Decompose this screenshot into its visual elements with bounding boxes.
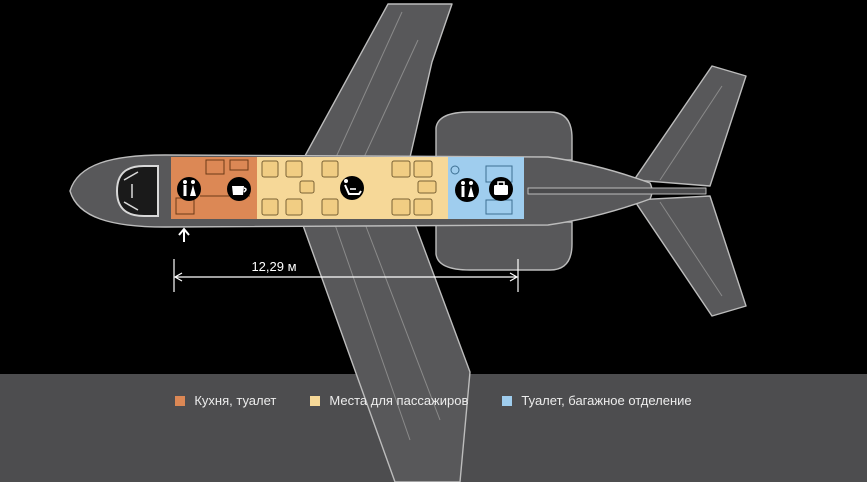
seat [299, 180, 315, 194]
dimension-label: 12,29 м [251, 259, 296, 274]
dimension-line [173, 259, 519, 292]
upper-engine-nacelle [435, 111, 573, 161]
lower-stabilizer [633, 195, 747, 317]
legend-item-passengers: Места для пассажиров [310, 393, 468, 408]
cockpit [115, 165, 159, 217]
seat [391, 198, 411, 216]
entry-arrow-icon [178, 227, 190, 242]
luggage-icon [489, 177, 513, 201]
legend-item-galley: Кухня, туалет [175, 393, 276, 408]
seat [413, 160, 433, 178]
legend-swatch-galley [175, 395, 186, 406]
coffee-cup-icon [227, 177, 251, 201]
seat [417, 180, 437, 194]
seat [391, 160, 411, 178]
upper-wing [299, 3, 453, 167]
restroom-icon [455, 178, 479, 202]
seat [261, 198, 279, 216]
legend-label-galley: Кухня, туалет [194, 393, 277, 408]
upper-stabilizer [633, 65, 747, 187]
passenger-seats [261, 160, 437, 216]
legend-label-rear: Туалет, багажное отделение [521, 393, 692, 408]
seat [321, 160, 339, 178]
seat [285, 160, 303, 178]
restroom-icon [177, 177, 201, 201]
legend-swatch-rear [502, 395, 513, 406]
seat [413, 198, 433, 216]
legend: Кухня, туалет Места для пассажиров Туале… [0, 393, 867, 408]
seat [321, 198, 339, 216]
legend-swatch-passengers [310, 395, 321, 406]
legend-item-rear: Туалет, багажное отделение [502, 393, 692, 408]
seat [285, 198, 303, 216]
seat [261, 160, 279, 178]
passenger-seat-icon [340, 176, 364, 200]
legend-label-passengers: Места для пассажиров [329, 393, 469, 408]
lower-engine-nacelle [435, 221, 573, 271]
